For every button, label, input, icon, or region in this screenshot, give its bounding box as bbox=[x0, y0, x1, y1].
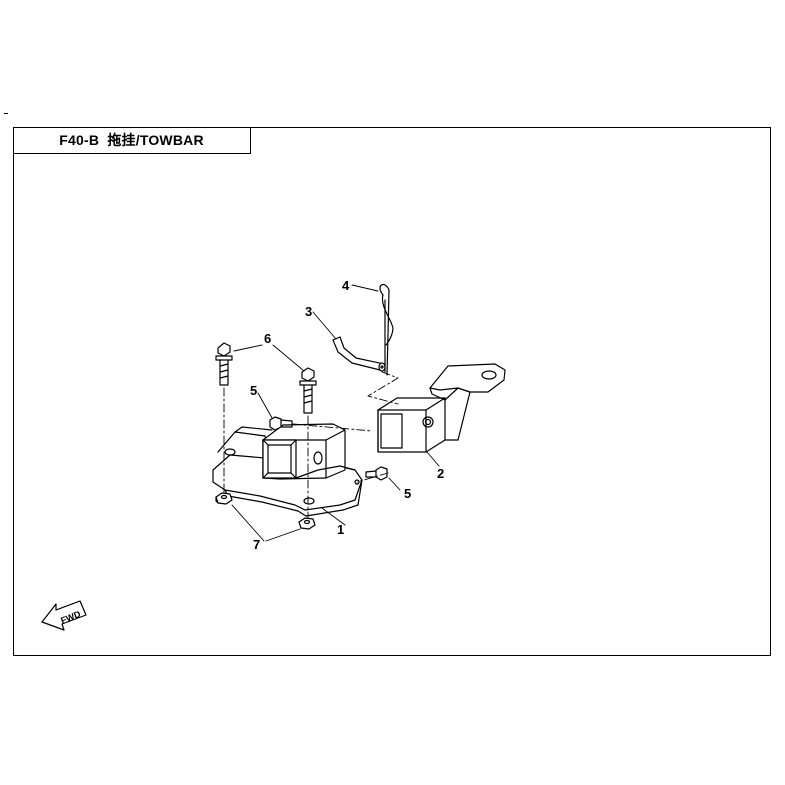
callout-7: 7 bbox=[253, 537, 260, 552]
r-clip bbox=[379, 283, 394, 376]
bolt-upper bbox=[269, 416, 293, 431]
callout-2: 2 bbox=[437, 466, 444, 481]
flange-nut-right bbox=[298, 517, 316, 530]
hitch-pin bbox=[332, 336, 386, 372]
page-title: F40-B 拖挂/TOWBAR bbox=[59, 130, 204, 150]
leader-lines bbox=[231, 284, 440, 542]
title-block: F40-B 拖挂/TOWBAR bbox=[13, 127, 251, 154]
flange-nut-left bbox=[215, 492, 233, 505]
assembly-centerlines bbox=[223, 371, 399, 519]
title-name: 拖挂/TOWBAR bbox=[107, 132, 204, 148]
fwd-arrow-icon: FWD bbox=[41, 600, 87, 631]
title-code: F40-B bbox=[59, 132, 100, 148]
callout-3: 3 bbox=[305, 304, 312, 319]
callout-4: 4 bbox=[342, 278, 350, 293]
callout-1: 1 bbox=[337, 522, 344, 537]
callout-6: 6 bbox=[264, 331, 271, 346]
callout-5-upper: 5 bbox=[250, 383, 257, 398]
flange-bolt-left bbox=[215, 342, 233, 386]
callout-5-lower: 5 bbox=[404, 486, 411, 501]
page-corner-tick bbox=[4, 113, 8, 114]
drawing-frame bbox=[13, 127, 771, 656]
towbar bbox=[377, 363, 506, 453]
flange-bolt-right bbox=[299, 367, 317, 414]
bolt-lower bbox=[365, 466, 388, 481]
mounting-bracket bbox=[212, 423, 363, 517]
